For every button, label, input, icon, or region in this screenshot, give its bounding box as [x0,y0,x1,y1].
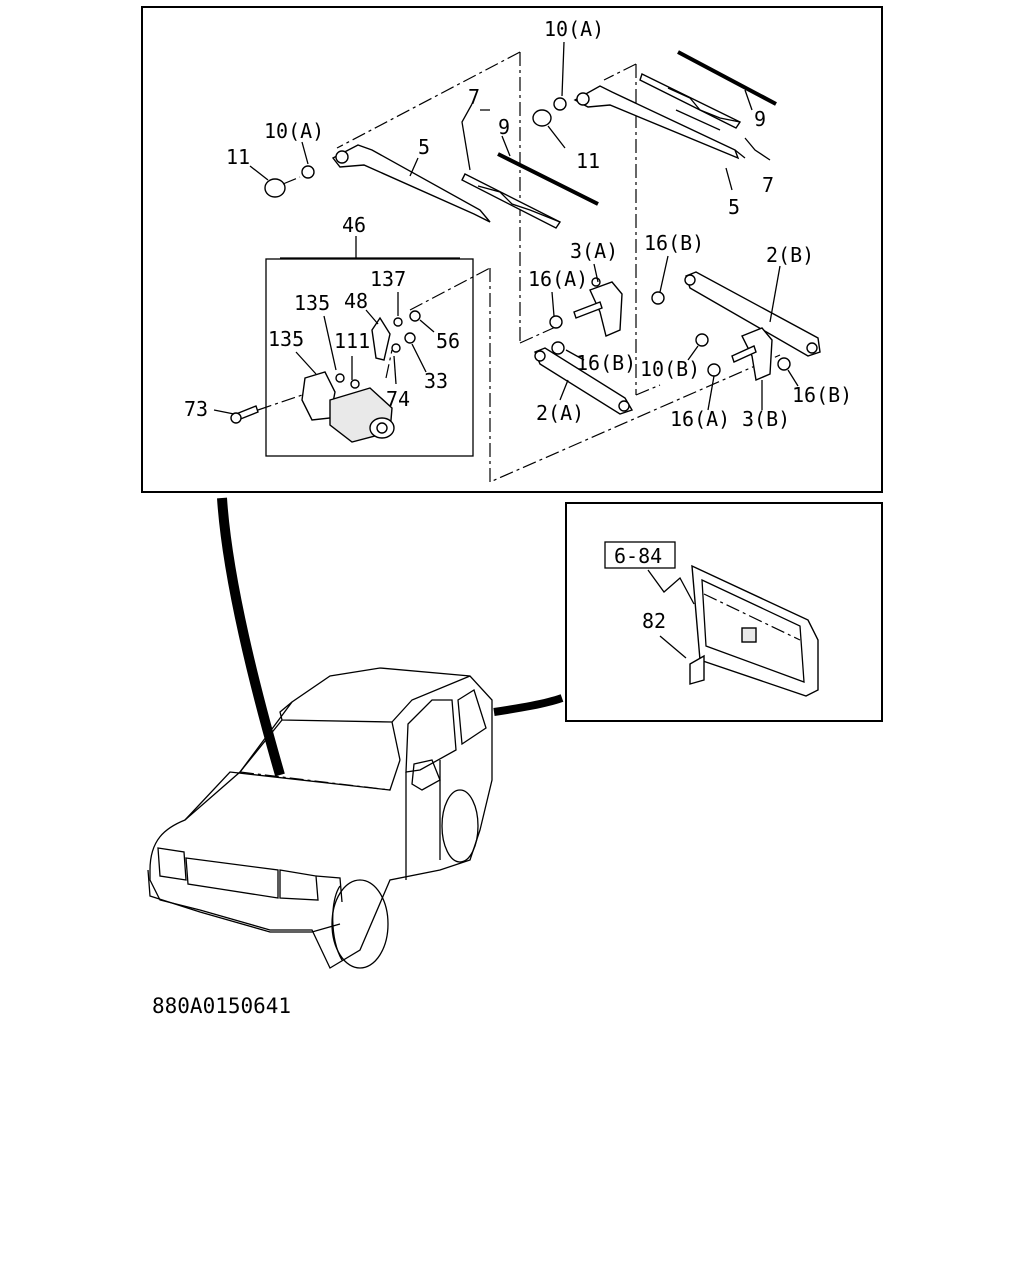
diagram-code: 880A0150641 [152,994,291,1018]
label-16b-top: 16(B) [644,231,704,255]
label-2a: 2(A) [536,401,584,425]
ref-box [604,541,676,569]
label-10b: 10(B) [640,357,700,381]
callout-arrow-motor [217,497,285,777]
label-46: 46 [342,213,366,237]
caution-label [689,627,757,685]
wiper-cap-right [532,97,567,127]
motor-sub-frame [265,258,474,457]
label-10a-top: 10(A) [544,17,604,41]
main-diagram-frame [141,6,883,493]
wiper-arm-right [573,85,746,160]
wiper-arm-left [331,144,491,223]
label-3a: 3(A) [570,239,618,263]
vehicle-illustration [147,667,493,969]
label-82: 82 [642,609,666,633]
pivot-3a [573,277,623,337]
callout-arrow-plate [493,694,564,716]
label-16b-mid: 16(B) [576,351,636,375]
label-33: 33 [424,369,448,393]
link-rod-2a [534,347,634,415]
label-plate-frame [565,502,883,722]
washers [549,291,791,377]
bolt-73 [230,405,259,424]
link-rod-2b [684,271,821,357]
label-3b: 3(B) [742,407,790,431]
label-11-right: 11 [576,149,600,173]
label-16a-top: 16(A) [528,267,588,291]
motor-bracket [371,310,421,361]
label-7-left: 7 [468,85,480,109]
label-74: 74 [386,387,410,411]
label-10a-left: 10(A) [264,119,324,143]
wiper-cap-left [264,165,315,198]
label-7-right: 7 [762,173,774,197]
wiper-motor [301,371,395,443]
label-5-left: 5 [418,135,430,159]
label-48: 48 [344,289,368,313]
label-16a-bottom: 16(A) [670,407,730,431]
label-2b: 2(B) [766,243,814,267]
label-ref-6-84: 6-84 [614,544,662,568]
label-135-a: 135 [294,291,330,315]
leader-lines [213,41,799,415]
label-16b-right: 16(B) [792,383,852,407]
label-137: 137 [370,267,406,291]
label-5-right: 5 [728,195,740,219]
label-9-right: 9 [754,107,766,131]
label-111: 111 [334,329,370,353]
label-73: 73 [184,397,208,421]
pivot-3b [731,327,773,381]
label-9-left: 9 [498,115,510,139]
label-11-left: 11 [226,145,250,169]
wiper-blade-left [461,152,599,229]
label-135-b: 135 [268,327,304,351]
label-56: 56 [436,329,460,353]
wiper-blade-right [639,50,777,131]
